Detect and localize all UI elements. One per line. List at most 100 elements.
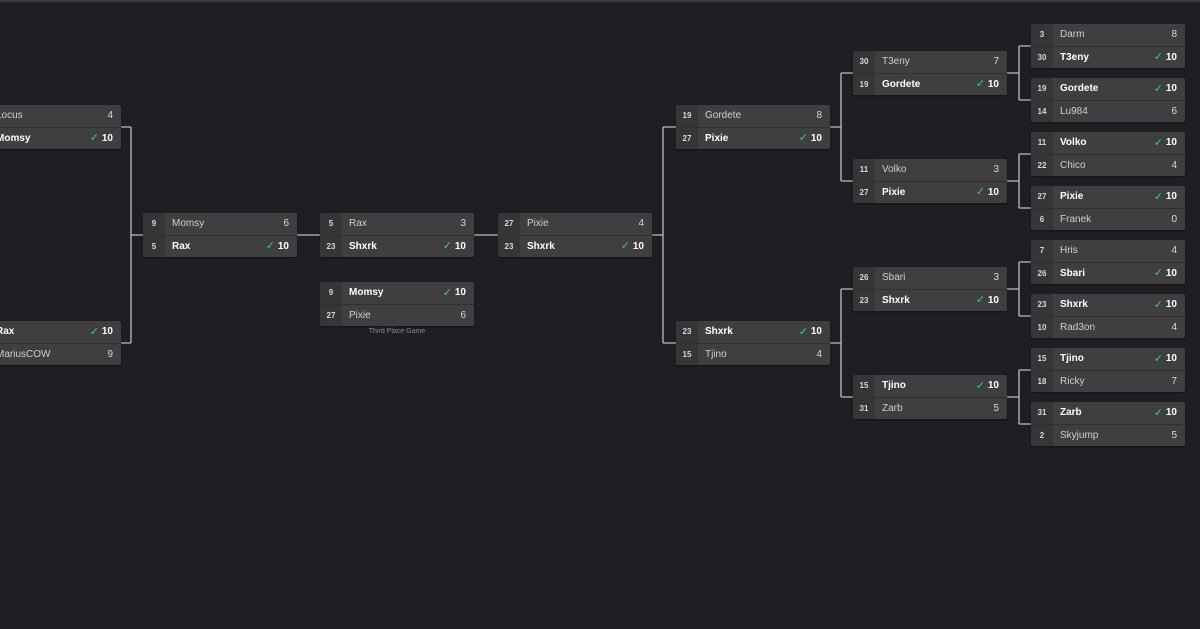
player-row[interactable]: Momsy✓10 — [0, 127, 121, 149]
winner-check-icon: ✓ — [1153, 83, 1163, 95]
match-sf-left-1[interactable]: Locus4Momsy✓10 — [0, 105, 121, 149]
player-score: 6 — [460, 310, 466, 321]
player-name: Lu984 — [1060, 106, 1088, 117]
player-row[interactable]: Rax✓10 — [0, 321, 121, 343]
player-seed: 27 — [1031, 186, 1053, 208]
player-name: Darm — [1060, 29, 1085, 40]
player-seed: 23 — [676, 321, 698, 343]
winner-check-icon: ✓ — [1153, 299, 1163, 311]
player-name: Pixie — [349, 310, 371, 321]
player-score: 10 — [1165, 299, 1177, 310]
player-name: Sbari — [1060, 268, 1086, 279]
player-seed: 27 — [853, 182, 875, 203]
player-seed: 23 — [498, 236, 520, 257]
player-name: Shxrk — [705, 326, 733, 337]
player-score: 7 — [1171, 376, 1177, 387]
winner-check-icon: ✓ — [1153, 51, 1163, 63]
winner-check-icon: ✓ — [975, 380, 985, 392]
player-name: Tjino — [1060, 353, 1084, 364]
player-seed: 5 — [143, 236, 165, 257]
player-name: Tjino — [882, 380, 906, 391]
winner-check-icon: ✓ — [89, 326, 99, 338]
player-name: Pixie — [1060, 191, 1084, 202]
player-score: 6 — [1171, 106, 1177, 117]
third-place-caption: Third Place Game — [368, 328, 426, 335]
player-score: 8 — [1171, 29, 1177, 40]
bracket-connector — [1007, 45, 1031, 101]
player-name: Shxrk — [1060, 299, 1088, 310]
bracket-connector — [1007, 369, 1031, 425]
player-seed: 23 — [853, 290, 875, 311]
player-name: Momsy — [0, 133, 31, 144]
player-name: Sbari — [882, 272, 906, 283]
player-name: T3eny — [1060, 52, 1089, 63]
player-name: Volko — [882, 164, 907, 175]
player-name: Franek — [1060, 214, 1092, 225]
bracket-connector — [830, 288, 853, 398]
player-seed: 9 — [320, 282, 342, 304]
player-score: 4 — [1171, 160, 1177, 171]
player-seed: 31 — [853, 398, 875, 419]
player-row[interactable]: Locus4 — [0, 105, 121, 127]
winner-check-icon: ✓ — [798, 132, 808, 144]
player-name: Momsy — [172, 218, 205, 229]
player-score: 4 — [1171, 322, 1177, 333]
